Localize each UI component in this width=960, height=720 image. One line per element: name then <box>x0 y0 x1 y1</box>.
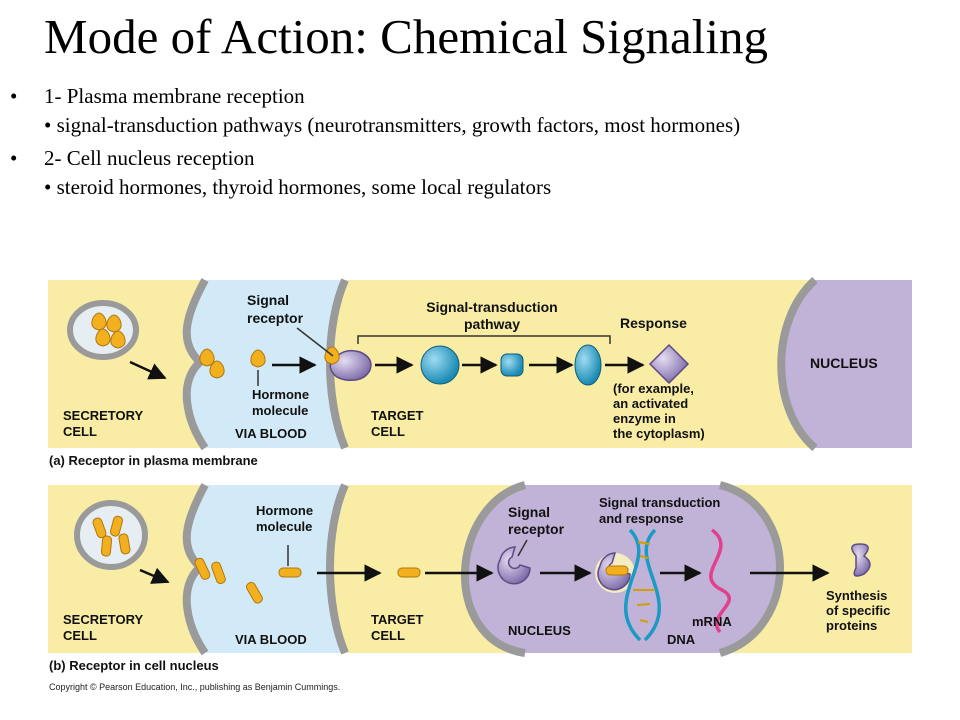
dna-rungs <box>633 541 655 623</box>
signal-receptor-a <box>329 349 372 382</box>
bullet-dot: • <box>10 84 18 108</box>
hormone-capsule <box>109 515 124 537</box>
label-dna: DNA <box>667 632 696 647</box>
bullet-main: 2- Cell nucleus reception <box>44 146 255 170</box>
copyright-notice: Copyright © Pearson Education, Inc., pub… <box>49 682 340 692</box>
blood-region-a <box>186 280 345 448</box>
label-nucleus-b: NUCLEUS <box>508 623 571 638</box>
hormone-drop <box>106 314 122 333</box>
transduction-molecule-2 <box>500 353 524 377</box>
nucleus-a <box>781 280 912 448</box>
hormone-capsule <box>118 533 131 555</box>
caption-panel-a: (a) Receptor in plasma membrane <box>49 453 258 468</box>
arrow <box>139 567 170 584</box>
activated-enzyme <box>648 343 690 385</box>
label-nucleus-a: NUCLEUS <box>810 355 878 371</box>
dna-strand <box>624 528 642 642</box>
hormone-capsule <box>278 567 302 578</box>
hormone-drop <box>91 312 107 331</box>
caption-panel-b: (b) Receptor in cell nucleus <box>49 658 219 673</box>
label-mrna: mRNA <box>692 614 732 629</box>
page-title: Mode of Action: Chemical Signaling <box>44 9 769 64</box>
hormone-drop <box>95 328 111 347</box>
bullet-list: • 1- Plasma membrane reception • signal-… <box>0 82 960 206</box>
hormone-capsule <box>194 557 211 580</box>
label-via-blood-a: VIA BLOOD <box>235 426 307 441</box>
bullet-sub: • signal-transduction pathways (neurotra… <box>44 113 741 137</box>
hormone-drop <box>250 349 266 368</box>
transduction-molecule-1 <box>420 345 460 385</box>
receptor-pointer <box>517 539 528 557</box>
blood-region-b <box>186 485 345 653</box>
pathway-bracket <box>357 335 611 344</box>
nucleus-membrane-b <box>461 481 784 657</box>
hormone-capsule <box>100 535 113 557</box>
bullet-item-1: • 1- Plasma membrane reception • signal-… <box>0 82 960 140</box>
label-response-a: Response <box>620 315 687 331</box>
receptor-pointer <box>296 327 334 357</box>
bullet-item-2: • 2- Cell nucleus reception • steroid ho… <box>0 144 960 202</box>
hormone-drop <box>199 348 215 367</box>
dna-strand <box>643 528 661 642</box>
signal-receptor-b <box>497 546 531 585</box>
bullet-sub: • steroid hormones, thyroid hormones, so… <box>44 175 552 199</box>
hormone-capsule <box>246 581 263 604</box>
target-membrane-b <box>326 483 349 655</box>
hormone-drop <box>209 360 225 379</box>
arrow <box>129 360 167 380</box>
transduction-molecule-3 <box>574 344 602 386</box>
label-via-blood-b: VIA BLOOD <box>235 632 307 647</box>
mrna-strand <box>709 528 731 634</box>
specific-protein <box>851 543 871 577</box>
bullet-main: 1- Plasma membrane reception <box>44 84 305 108</box>
nucleus-membrane-a <box>777 277 818 452</box>
hormone-capsule <box>605 565 629 576</box>
hormone-capsule <box>397 567 421 578</box>
hormone-drop <box>110 330 126 349</box>
secretory-vesicle-b <box>74 500 148 570</box>
hormone-capsule <box>211 561 226 585</box>
hormone-capsule <box>92 517 107 539</box>
bullet-dot: • <box>10 146 18 170</box>
